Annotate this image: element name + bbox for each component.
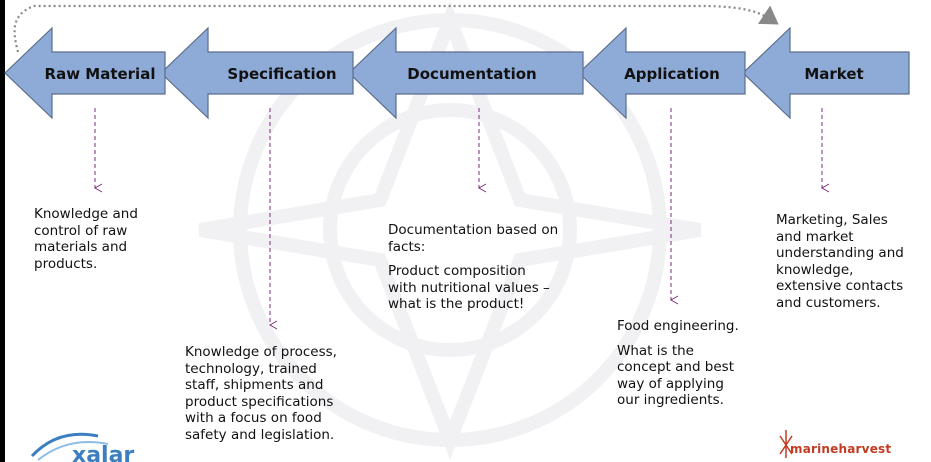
arrow-application: Application [578,26,746,120]
left-border [0,0,5,462]
feedback-loop-connector [13,4,779,53]
arrow-label-raw-material: Raw Material [45,65,156,83]
background-watermark [198,0,702,460]
arrow-label-specification: Specification [227,65,336,83]
arrow-label-documentation: Documentation [407,65,536,83]
arrow-documentation: Documentation [348,26,584,120]
arrow-specification: Specification [160,26,354,120]
arrow-label-market: Market [804,65,863,83]
arrow-raw-material: Raw Material [4,26,166,120]
description-specification: Knowledge of process,technology, trained… [185,344,337,443]
arrow-market: Market [742,26,910,120]
marineharvest-logo: marineharvest [776,428,926,462]
arrow-label-application: Application [624,65,720,83]
xalar-logo: xalar [28,422,148,462]
svg-text:xalar: xalar [72,443,134,462]
marineharvest-logo-text: marineharvest [790,442,892,456]
